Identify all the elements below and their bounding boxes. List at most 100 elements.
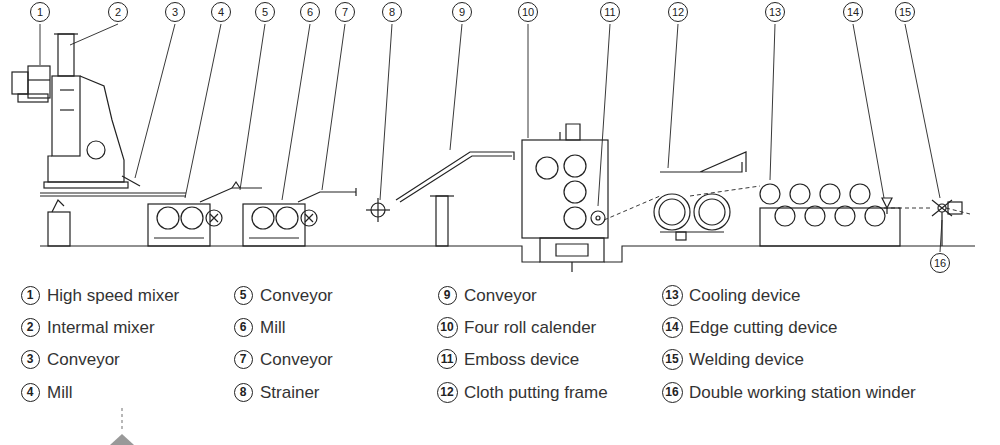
callout-text: 5 [240,289,247,301]
callout-number: 2 [21,318,40,337]
web-path [604,186,970,220]
emboss-device [591,211,605,225]
part-name: Conveyor [260,287,333,304]
callout-number: 7 [335,2,355,22]
callout-number: 14 [843,2,863,22]
conveyor-7 [298,188,356,202]
callout-number: 4 [21,383,40,402]
edge-cutting-device [882,198,892,214]
callout-text: 6 [240,321,247,333]
strainer [366,198,390,222]
callout-text: 8 [240,386,247,398]
part-name: Conveyor [260,351,333,368]
callout-text: 10 [522,7,534,18]
part-name: Strainer [260,384,320,401]
high-speed-mixer [12,66,50,102]
callout-number: 14 [662,317,683,338]
callout-text: 13 [665,289,678,301]
callout-number: 10 [437,317,458,338]
part-name: Emboss device [464,351,579,368]
callout-number: 7 [234,350,253,369]
callout-number: 2 [108,2,128,22]
part-name: Cloth putting frame [464,384,608,401]
callout-number: 3 [21,350,40,369]
cloth-putting-frame [654,152,746,240]
callout-number: 12 [668,2,688,22]
callout-number: 1 [30,2,50,22]
callout-number: 9 [452,2,472,22]
callout-number: 11 [437,349,457,369]
part-name: Conveyor [464,287,537,304]
callout-text: 11 [441,353,454,365]
callout-number: 9 [438,286,457,305]
conveyor-5 [200,182,262,202]
feeder [48,200,70,246]
callout-number: 11 [600,2,620,22]
callout-number: 3 [165,2,185,22]
floor-line [40,246,975,262]
callout-text: 9 [459,7,465,18]
conveyor-9 [396,152,514,246]
callout-text: 12 [672,7,684,18]
callout-number: 10 [518,2,538,22]
leader-lines [40,24,942,252]
callout-number: 16 [930,253,950,273]
part-name: Welding device [689,351,804,368]
callout-text: 1 [27,289,34,301]
part-name: Four roll calender [464,319,596,336]
callout-text: 7 [240,353,247,365]
callout-number: 5 [255,2,275,22]
callout-text: 14 [665,321,678,333]
callout-text: 3 [172,7,178,18]
part-name: Conveyor [47,351,120,368]
part-name: Double working station winder [689,384,916,401]
callout-text: 13 [769,7,781,18]
callout-number: 8 [382,2,402,22]
callout-number: 15 [662,349,683,370]
callout-text: 4 [218,7,224,18]
welding-and-winder [932,200,962,246]
callout-text: 2 [115,7,121,18]
part-name: Intermal mixer [47,319,155,336]
callout-text: 15 [665,353,678,365]
callout-number: 16 [662,382,683,403]
callout-text: 5 [262,7,268,18]
callout-number: 4 [211,2,231,22]
callout-number: 8 [234,383,253,402]
internal-mixer [44,34,128,188]
callout-text: 7 [342,7,348,18]
mill-4 [148,204,222,246]
part-name: Mill [47,384,73,401]
part-name: Cooling device [689,287,801,304]
callout-text: 12 [440,386,453,398]
callout-text: 14 [847,7,859,18]
callout-number: 5 [234,286,253,305]
part-name: Mill [260,319,286,336]
callout-number: 1 [21,286,40,305]
callout-text: 6 [307,7,313,18]
callout-text: 4 [27,386,34,398]
callout-text: 16 [665,386,678,398]
four-roll-calender [522,124,608,272]
callout-number: 13 [765,2,785,22]
callout-text: 2 [27,321,34,333]
callout-number: 6 [234,318,253,337]
callout-text: 1 [37,7,43,18]
part-name: High speed mixer [47,287,179,304]
callout-text: 15 [899,7,911,18]
cooling-device [760,184,900,246]
callout-number: 12 [437,382,458,403]
callout-number: 15 [895,2,915,22]
callout-text: 3 [27,353,34,365]
callout-text: 11 [604,7,615,18]
conveyor-3 [40,176,186,196]
callout-number: 13 [662,285,683,306]
callout-number: 6 [300,2,320,22]
dashed-pointer [110,408,134,445]
callout-text: 10 [440,321,453,333]
part-name: Edge cutting device [689,319,837,336]
callout-text: 8 [389,7,395,18]
callout-text: 9 [444,289,451,301]
callout-text: 16 [934,258,946,269]
